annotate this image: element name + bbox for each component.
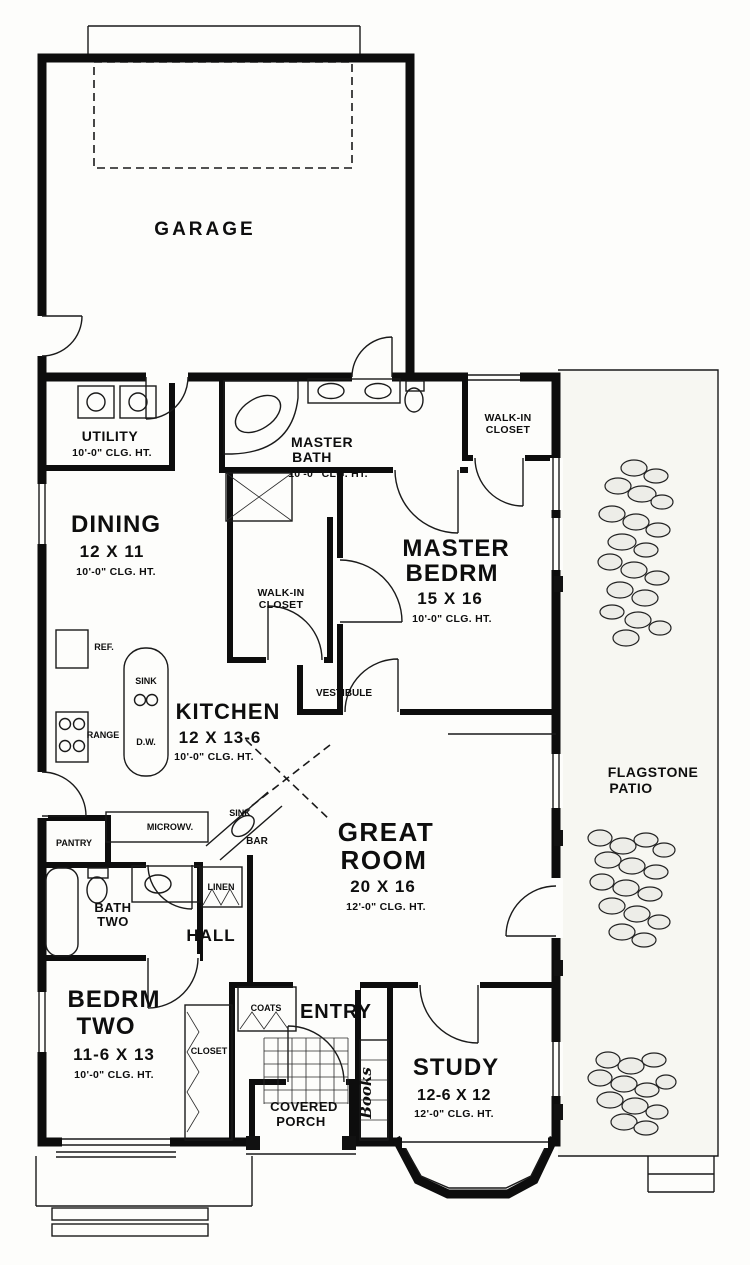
covered-porch-label-2: PORCH — [276, 1114, 325, 1129]
flagstone-stones-lower — [587, 1051, 677, 1136]
bath-two-label-2: TWO — [97, 914, 129, 929]
bedrm-two-label-2: TWO — [77, 1013, 136, 1040]
closet-label: CLOSET — [191, 1046, 228, 1056]
ref-label: REF. — [94, 642, 114, 652]
walkin-closet-top-label-2: CLOSET — [486, 424, 531, 436]
bedrm-two-ceiling: 10'-0" CLG. HT. — [74, 1069, 154, 1081]
great-room-ceiling: 12'-0" CLG. HT. — [346, 901, 426, 913]
utility-ceiling: 10'-0" CLG. HT. — [72, 447, 152, 459]
garage-label: GARAGE — [154, 219, 255, 240]
covered-porch-label-1: COVERED — [270, 1099, 338, 1114]
bath-two-label-1: BATH — [94, 900, 131, 915]
bar-label: BAR — [246, 836, 268, 847]
pantry-label: PANTRY — [56, 838, 92, 848]
master-bath-ceiling: 10'-0" CLG. HT. — [288, 468, 368, 480]
bedrm-two-label-1: BEDRM — [68, 986, 161, 1013]
hall-label: HALL — [186, 926, 235, 945]
fixtures — [35, 378, 425, 1237]
flagstone-stones-upper — [597, 459, 674, 647]
flagstone-patio-label-1: FLAGSTONE — [608, 764, 699, 780]
great-room-label-2: ROOM — [341, 845, 428, 875]
study-label: STUDY — [413, 1054, 499, 1081]
master-bedrm-label-1: MASTER — [402, 535, 509, 562]
bar-sink-label: SINK — [229, 808, 251, 818]
master-bath-label-1: MASTER — [291, 434, 353, 450]
flagstone-stones-middle — [587, 829, 676, 948]
dining-label: DINING — [71, 511, 161, 538]
garage-roofline — [87, 25, 361, 169]
kitchen-dims: 12 X 13-6 — [179, 728, 262, 747]
master-bedrm-ceiling: 10'-0" CLG. HT. — [412, 613, 492, 625]
walkin-closet-mid-label-2: CLOSET — [259, 599, 304, 611]
microwave-label: MICROWV. — [147, 822, 193, 832]
utility-label: UTILITY — [82, 428, 139, 444]
bedrm-two-dims: 11-6 X 13 — [73, 1045, 155, 1064]
great-room-label-1: GREAT — [338, 817, 435, 847]
flagstone-patio-label-2: PATIO — [609, 780, 652, 796]
dishwasher-label: D.W. — [136, 737, 156, 747]
linen-label: LINEN — [208, 882, 235, 892]
entry-label: ENTRY — [300, 1001, 372, 1023]
study-dims: 12-6 X 12 — [417, 1087, 491, 1104]
kitchen-label: KITCHEN — [176, 699, 281, 724]
vestibule-label: VESTIBULE — [316, 688, 372, 699]
labels: GARAGE UTILITY 10'-0" CLG. HT. MASTER BA… — [56, 219, 698, 1129]
great-room-dims: 20 X 16 — [350, 877, 416, 896]
walkin-closet-top-label-1: WALK-IN — [484, 412, 531, 424]
kitchen-sink-label: SINK — [135, 676, 157, 686]
kitchen-ceiling: 10'-0" CLG. HT. — [174, 751, 254, 763]
doors — [41, 315, 557, 1083]
entry-tile-floor — [263, 1037, 349, 1104]
master-bath-label-2: BATH — [292, 449, 332, 465]
dining-ceiling: 10'-0" CLG. HT. — [76, 566, 156, 578]
study-ceiling: 12'-0" CLG. HT. — [414, 1108, 494, 1120]
dining-dims: 12 X 11 — [80, 542, 145, 561]
books-label: Books — [357, 1067, 375, 1120]
master-bedrm-dims: 15 X 16 — [417, 589, 483, 608]
coats-label: COATS — [251, 1003, 282, 1013]
flagstone-patio — [558, 369, 719, 1193]
windows — [38, 374, 560, 1158]
range-label: RANGE — [87, 730, 120, 740]
walkin-closet-mid-label-1: WALK-IN — [257, 587, 304, 599]
master-bedrm-label-2: BEDRM — [406, 560, 499, 587]
